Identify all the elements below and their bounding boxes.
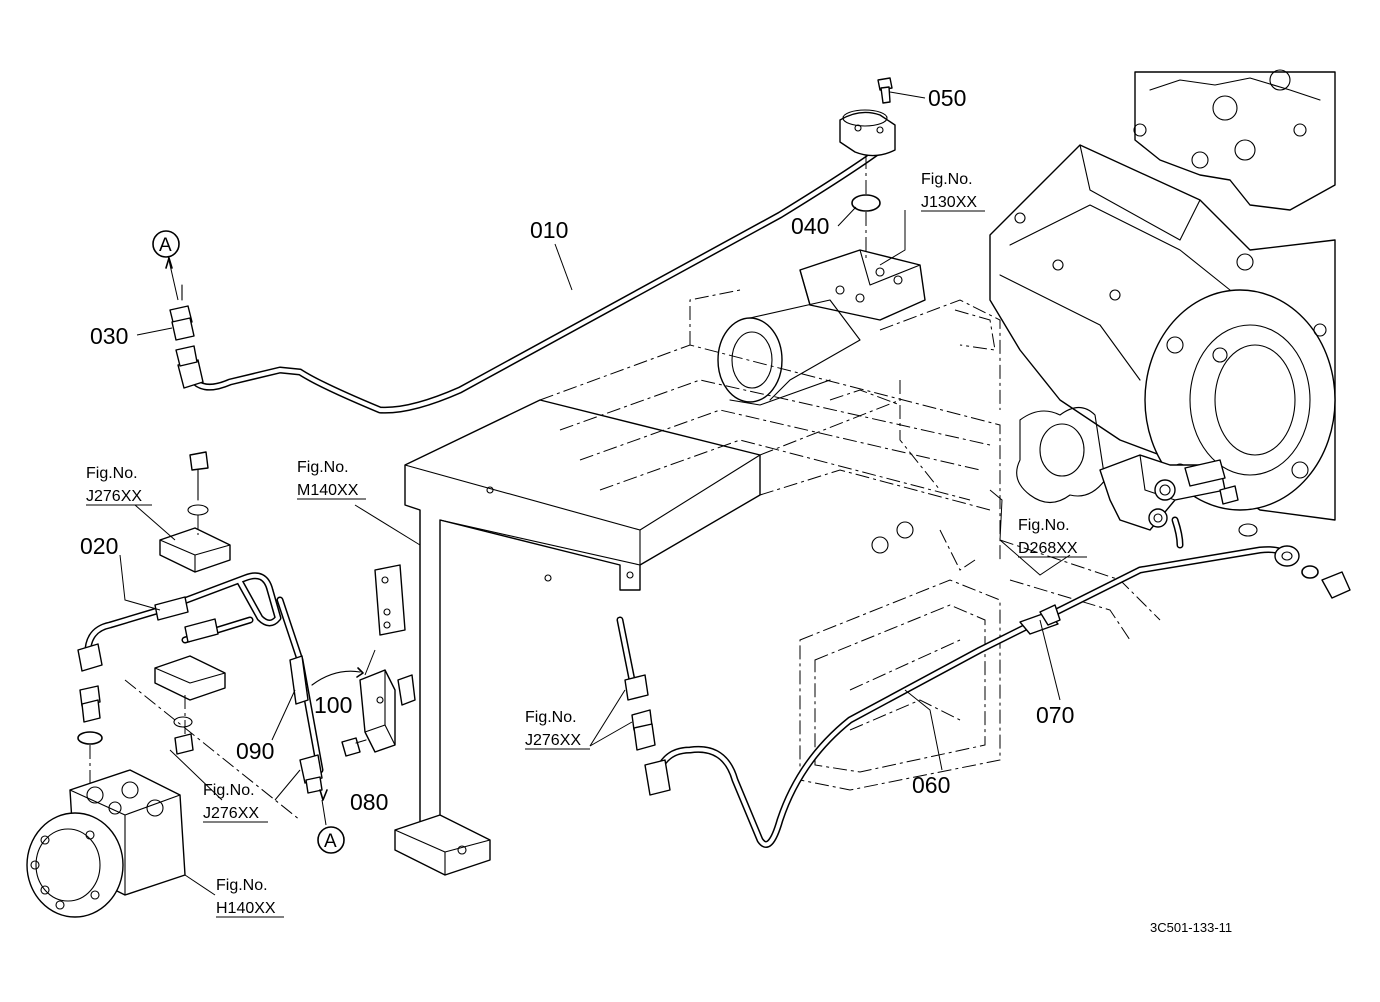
pipe-020 — [77, 451, 324, 821]
figref-j276-top-label: Fig.No. — [86, 465, 138, 482]
part-label-040: 040 — [791, 213, 829, 239]
figref-d268: Fig.No. D268XX — [1018, 517, 1087, 558]
part-label-100: 100 — [314, 692, 352, 718]
part-label-070: 070 — [1036, 702, 1074, 728]
main-body — [539, 289, 1161, 791]
figref-j276-right: Fig.No. J276XX — [525, 709, 590, 750]
frame — [374, 399, 761, 876]
figref-j276-top: Fig.No. J276XX — [86, 465, 152, 506]
o-ring-040 — [851, 194, 881, 212]
callout-a-bottom: A — [324, 831, 337, 852]
part-label-060: 060 — [912, 772, 950, 798]
part-label-030: 030 — [90, 323, 128, 349]
transmission-housing — [989, 69, 1336, 521]
part-label-090: 090 — [236, 738, 274, 764]
steering-unit — [26, 769, 186, 918]
valve-block — [717, 249, 926, 406]
bracket-080 — [311, 649, 396, 753]
part-label-080: 080 — [350, 789, 388, 815]
figref-j276-right-number: J276XX — [525, 732, 581, 749]
figref-m140-label: Fig.No. — [297, 459, 349, 476]
callout-a-top-circle — [152, 230, 180, 258]
part-label-050: 050 — [928, 85, 966, 111]
figref-j276-right-label: Fig.No. — [525, 709, 577, 726]
part-label-010: 010 — [530, 217, 568, 243]
part-label-020: 020 — [80, 533, 118, 559]
figref-j276-top-number: J276XX — [86, 488, 142, 505]
figref-j276-mid: Fig.No. J276XX — [203, 782, 268, 823]
fitting-030 — [169, 284, 195, 341]
figref-d268-label: Fig.No. — [1018, 517, 1070, 534]
pipe-060 — [616, 523, 1351, 848]
figref-m140-number: M140XX — [297, 482, 359, 499]
callout-a-bottom-circle — [317, 826, 345, 854]
bolt-050 — [877, 77, 893, 104]
figref-h140-label: Fig.No. — [216, 877, 268, 894]
figref-d268-number: D268XX — [1018, 540, 1078, 557]
sensor-valve — [1099, 454, 1239, 531]
figref-j276-mid-number: J276XX — [203, 805, 259, 822]
leader-lines — [119, 91, 1071, 896]
pipe-010 — [175, 109, 896, 414]
figref-j130: Fig.No. J130XX — [921, 171, 985, 212]
figref-j130-label: Fig.No. — [921, 171, 973, 188]
callout-a-top: A — [159, 235, 172, 256]
figref-h140-number: H140XX — [216, 900, 276, 917]
hose-070 — [1019, 516, 1184, 635]
drawing-code: 3C501-133-11 — [1150, 920, 1232, 935]
figref-h140: Fig.No. H140XX — [216, 877, 284, 918]
figref-j130-number: J130XX — [921, 194, 977, 211]
figref-m140: Fig.No. M140XX — [297, 459, 366, 500]
bolt-100 — [341, 737, 367, 757]
figref-j276-mid-label: Fig.No. — [203, 782, 255, 799]
